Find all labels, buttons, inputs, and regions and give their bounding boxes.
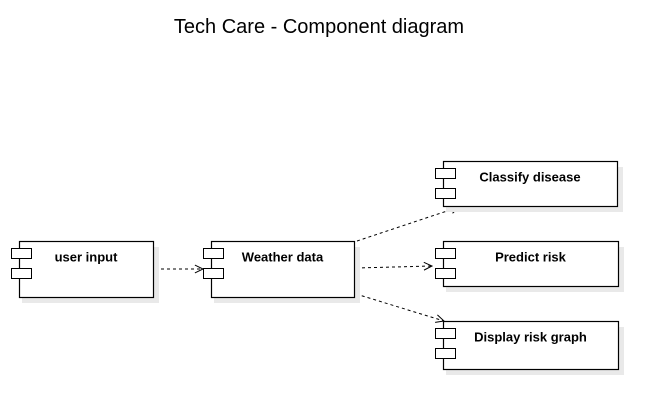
- component-tab-icon: [435, 268, 456, 279]
- component-label: user input: [55, 249, 119, 264]
- component-label: Weather data: [242, 249, 324, 264]
- component-tab-icon: [435, 348, 456, 359]
- component-tab-icon: [203, 268, 224, 279]
- component-tab-icon: [203, 248, 224, 259]
- component-label: Display risk graph: [474, 329, 587, 344]
- component-box: [442, 240, 620, 288]
- dependency-arrow-user-input-to-weather-data: [155, 264, 205, 274]
- component-classify-disease[interactable]: Classify disease: [435, 160, 624, 213]
- component-tab-icon: [11, 268, 32, 279]
- dependency-line: [355, 293, 445, 322]
- component-tab-icon: [435, 168, 456, 179]
- dependency-line: [355, 265, 433, 269]
- component-user-input[interactable]: user input: [11, 240, 160, 304]
- component-tab-icon: [435, 248, 456, 259]
- component-box: [18, 240, 155, 299]
- component-display-risk-graph[interactable]: Display risk graph: [435, 320, 625, 376]
- dependency-arrow-weather-data-to-display-risk-graph: [355, 293, 446, 323]
- component-layer: user input Weather data Classify diseasePr…: [11, 160, 625, 376]
- component-box: [442, 160, 619, 208]
- open-arrowhead: [423, 261, 434, 271]
- component-weather-data[interactable]: Weather data: [203, 240, 361, 304]
- component-tab-icon: [435, 188, 456, 199]
- component-tab-icon: [435, 328, 456, 339]
- diagram-title: Tech Care - Component diagram: [174, 16, 464, 38]
- component-tab-icon: [11, 248, 32, 259]
- component-label: Classify disease: [479, 169, 580, 184]
- component-box: [442, 320, 620, 371]
- dependency-arrow-weather-data-to-classify-disease: [356, 205, 461, 242]
- component-label: Predict risk: [495, 249, 567, 264]
- component-predict-risk[interactable]: Predict risk: [435, 240, 625, 293]
- dependency-line: [356, 206, 460, 242]
- dependency-arrow-weather-data-to-predict-risk: [355, 261, 434, 271]
- component-box: [210, 240, 356, 299]
